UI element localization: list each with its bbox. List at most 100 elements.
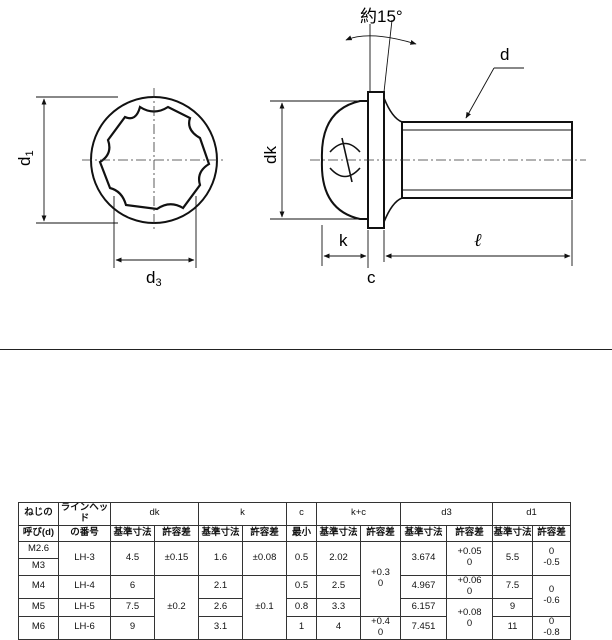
hdr2-d3-tol: 許容差	[446, 524, 494, 542]
cell-line: +0.05	[457, 546, 482, 558]
d1-dimension	[36, 96, 118, 224]
cell-line: +0.06	[457, 574, 482, 586]
cell: 9	[492, 597, 534, 617]
cell-line: +0.4	[371, 615, 390, 627]
d-leader	[465, 67, 524, 119]
hdr2-k-tol: 許容差	[242, 524, 288, 542]
cell-line: 0	[548, 583, 555, 595]
cell: 5.5	[492, 540, 534, 576]
technical-drawing: d1 d3 dk 約15° d	[15, 7, 586, 289]
hdr2-kc-base: 基準寸法	[316, 524, 362, 542]
dk-label: dk	[261, 146, 280, 164]
cell: 7.451	[400, 615, 448, 640]
hdr2-d1-tol: 許容差	[532, 524, 572, 542]
table-row: M2.6 LH-3 4.5 ±0.15 1.6 ±0.08 0.5 2.02 +…	[18, 540, 572, 617]
cell: LH-5	[58, 597, 111, 617]
cell: 9	[110, 615, 155, 640]
hdr2-d3-base: 基準寸法	[400, 524, 448, 542]
header-row-2: 呼び(d) の番号 基準寸法 許容差 基準寸法 許容差 最小 基準寸法 許容差 …	[18, 524, 572, 542]
c-label: c	[367, 268, 376, 287]
cell: 7.5	[110, 597, 155, 617]
cell: 11	[492, 615, 534, 640]
row-m6: M6	[18, 615, 59, 640]
lobular-recess	[98, 105, 211, 211]
table-row: M6 LH-6 9 3.1 1 4 +0.4 0 7.451 11 0 -0.8	[18, 615, 572, 640]
cell: 4.967	[400, 574, 448, 599]
cell: 6.157	[400, 597, 448, 617]
d3-dimension	[113, 196, 197, 268]
cell-line: 0	[548, 615, 555, 627]
cell: +0.3 0	[360, 540, 402, 617]
cell: +0.08 0	[446, 597, 494, 640]
cell: ±0.2	[153, 574, 200, 640]
hdr2-d1-base: 基準寸法	[492, 524, 534, 542]
cell-line: +0.3	[371, 566, 390, 578]
section-divider	[0, 349, 612, 350]
cell: 1.6	[198, 540, 244, 576]
flange	[367, 91, 385, 229]
cell: 2.6	[198, 597, 244, 617]
table-row: M4 LH-4 6 ±0.2 2.1 ±0.1 0.5 2.5 4.967 +0…	[18, 574, 572, 640]
hdr-thread: ねじの	[18, 502, 59, 526]
cell: 2.5	[316, 574, 362, 599]
cell: 3.674	[400, 540, 448, 576]
spec-table: ねじの ラインヘッド dk k c k+c d3 d1 呼び(d) の番号 基準…	[18, 502, 572, 640]
cell-line: 0	[377, 626, 384, 638]
cell-line: 0	[466, 617, 473, 629]
hdr-d1: d1	[492, 502, 572, 526]
cell-line: 0	[466, 557, 473, 569]
hdr2-c-min: 最小	[286, 524, 318, 542]
cell: 1	[286, 615, 318, 640]
hdr2-linehead: の番号	[58, 524, 111, 542]
cell: ±0.08	[242, 540, 288, 576]
row-m4: M4	[18, 574, 59, 599]
hdr2-k-base: 基準寸法	[198, 524, 244, 542]
cell: ±0.1	[242, 574, 288, 640]
angle-dimension	[345, 19, 417, 93]
cell-line: 0	[548, 546, 555, 558]
d1-label: d1	[15, 150, 36, 166]
hdr-c: c	[286, 502, 318, 526]
side-view	[320, 91, 573, 229]
dk-dimension	[270, 100, 360, 220]
cell: 3.1	[198, 615, 244, 640]
cell-line: -0.5	[543, 557, 560, 569]
l-label: ℓ	[474, 230, 482, 251]
cell: +0.4 0	[360, 615, 402, 640]
cell: 2.02	[316, 540, 362, 576]
row-m3: M3	[18, 557, 59, 576]
d3-label: d3	[146, 268, 162, 289]
header-row-1: ねじの ラインヘッド dk k c k+c d3 d1	[18, 502, 572, 526]
row-m26: M2.6	[18, 540, 59, 559]
cell: 2.1	[198, 574, 244, 599]
hdr2-dk-base: 基準寸法	[110, 524, 155, 542]
cell: 0.5	[286, 574, 318, 599]
k-label: k	[339, 231, 348, 250]
hdr-k: k	[198, 502, 288, 526]
length-dimensions	[321, 200, 573, 268]
cell: LH-3	[58, 540, 111, 576]
cell: 4	[316, 615, 362, 640]
cell: +0.05 0	[446, 540, 494, 576]
hdr-linehead: ラインヘッド	[58, 502, 111, 526]
flange-fillet	[383, 97, 403, 223]
hdr2-kc-tol: 許容差	[360, 524, 402, 542]
cell: ±0.15	[153, 540, 200, 576]
cell-line: -0.8	[543, 626, 560, 638]
end-view-centerlines	[82, 88, 226, 232]
cell: 4.5	[110, 540, 155, 576]
cell-line: 0	[377, 577, 384, 589]
cell: 0 -0.8	[532, 615, 572, 640]
hdr2-thread: 呼び(d)	[18, 524, 59, 542]
cell: 7.5	[492, 574, 534, 599]
cell-line: +0.08	[457, 606, 482, 618]
hdr2-dk-tol: 許容差	[153, 524, 200, 542]
hdr-dk: dk	[109, 502, 200, 526]
row-m5: M5	[18, 597, 59, 617]
cell: 6	[110, 574, 155, 599]
cell: 3.3	[316, 597, 362, 617]
hdr-d3: d3	[400, 502, 494, 526]
cell-line: 0	[466, 585, 473, 597]
d-label: d	[500, 45, 509, 64]
hdr-kc: k+c	[316, 502, 402, 526]
